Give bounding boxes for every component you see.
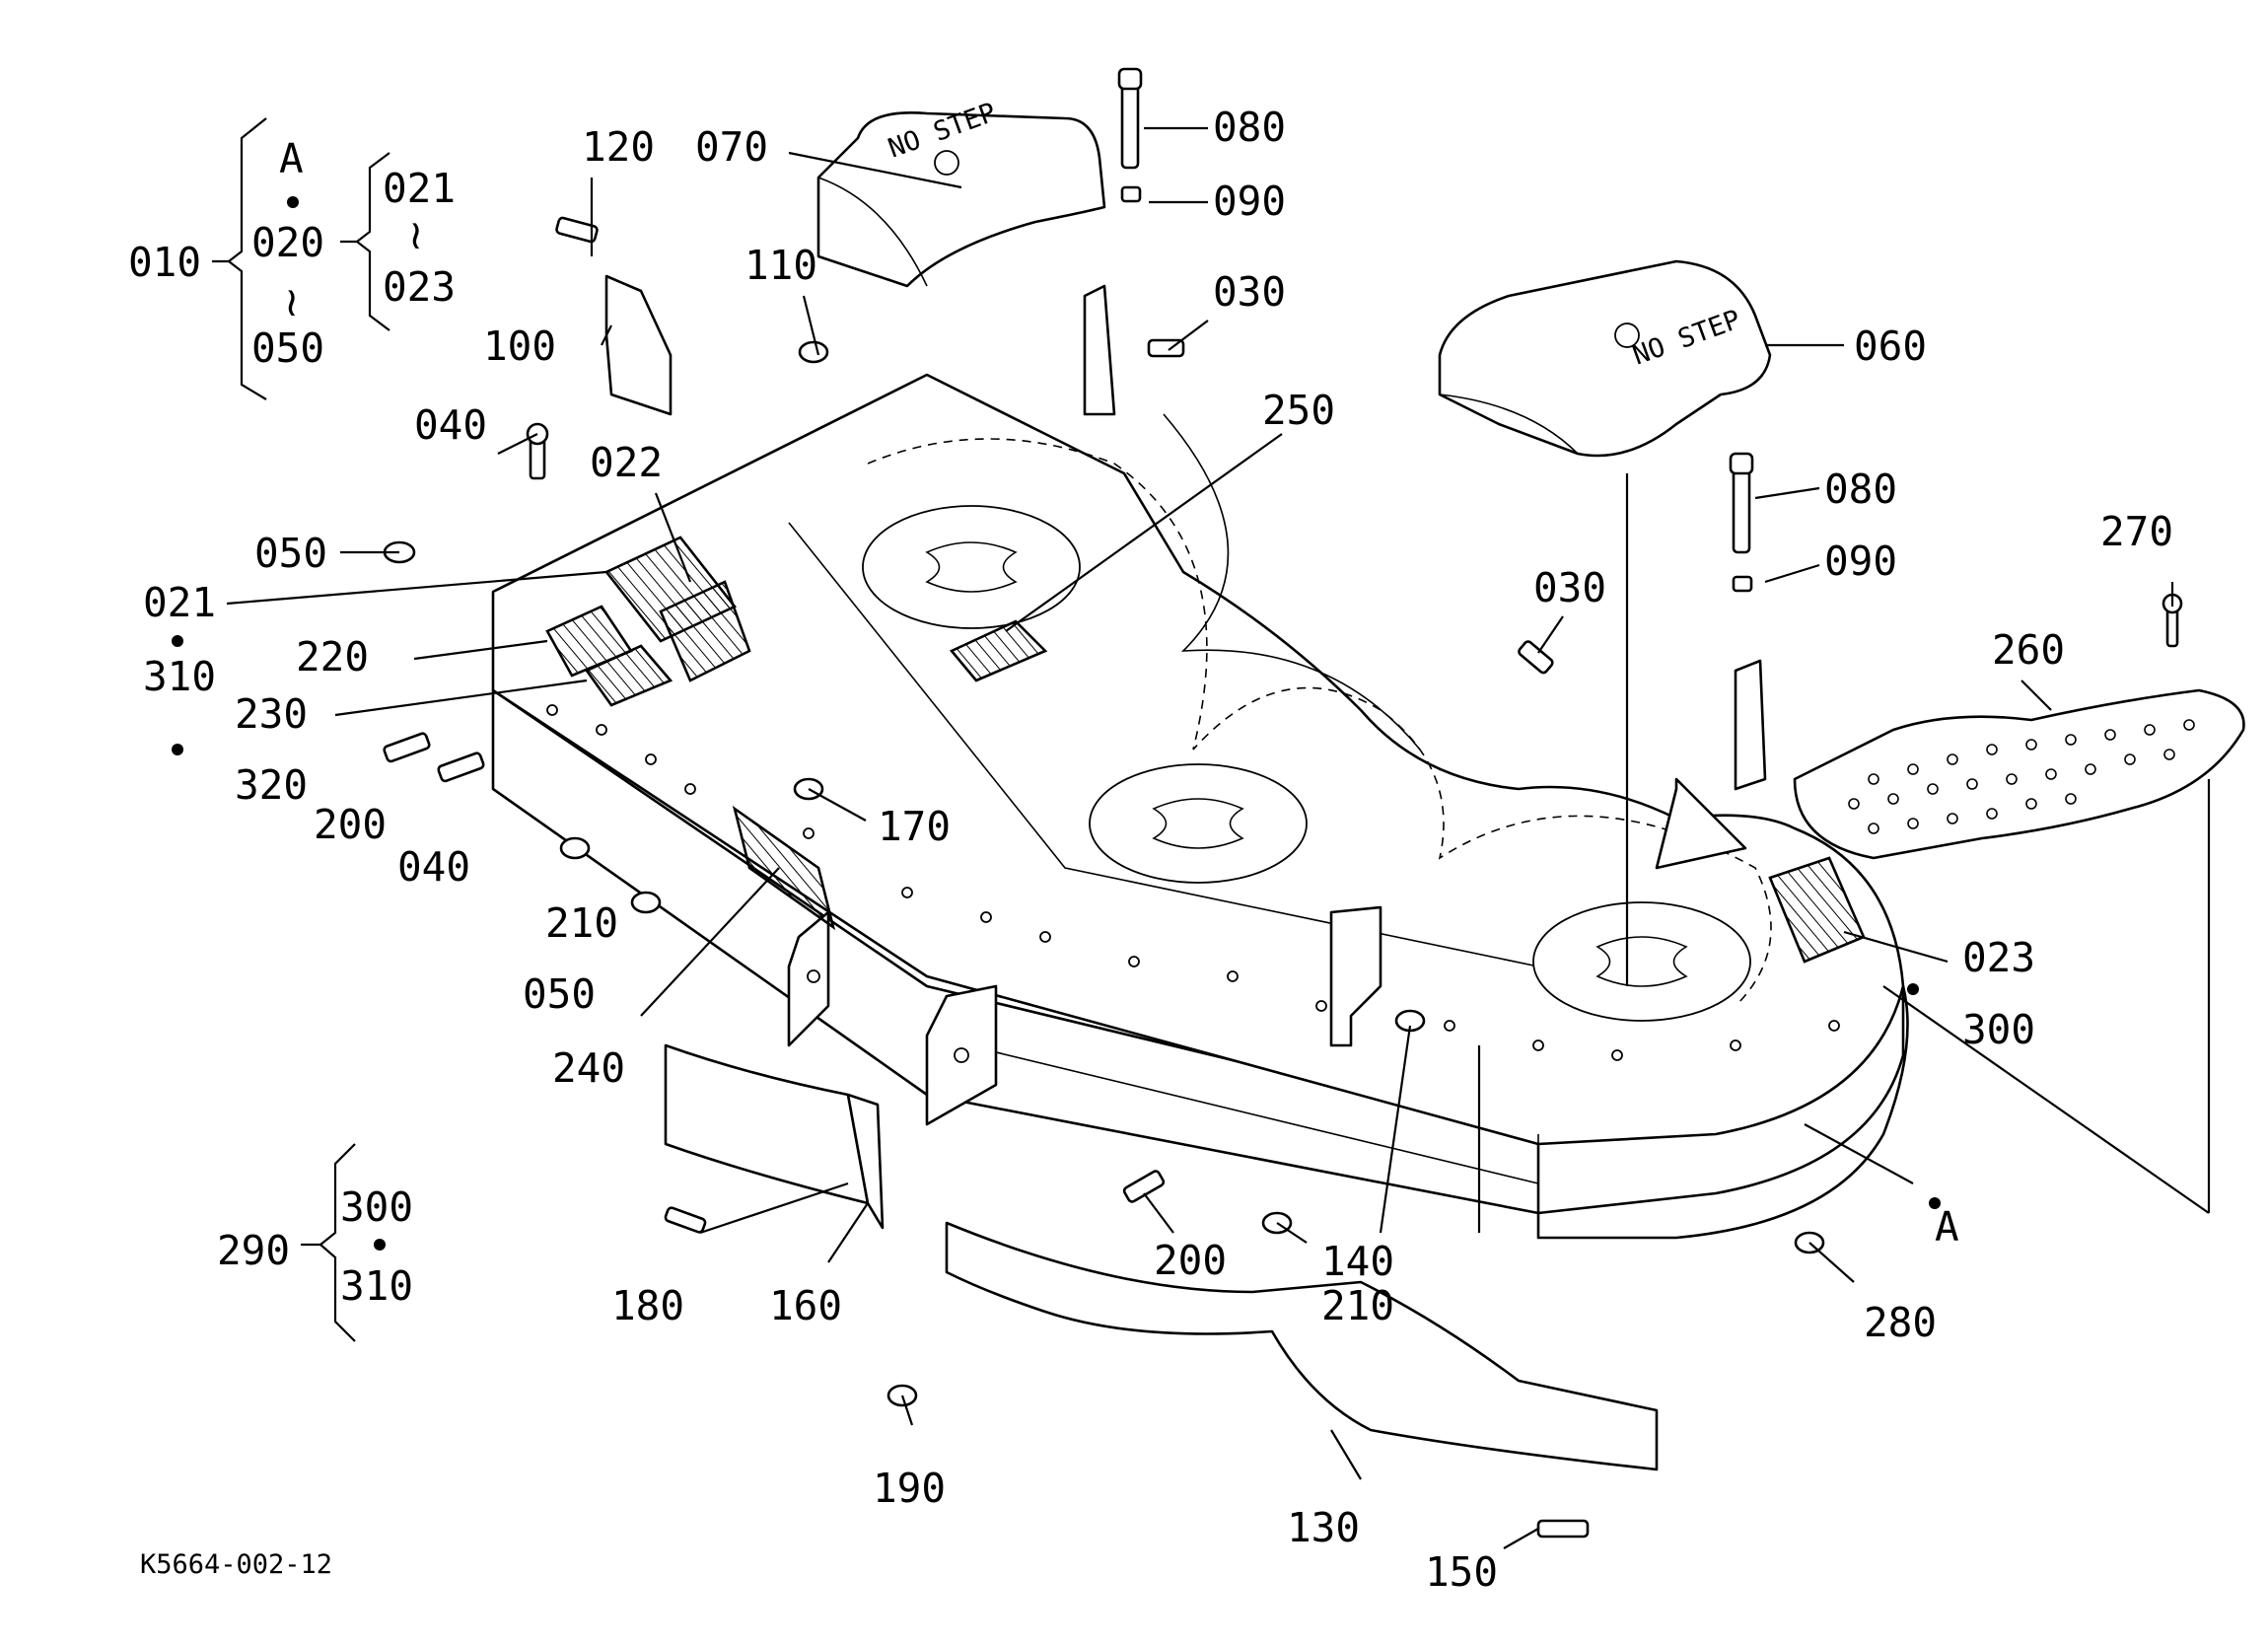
nut-110 [798, 340, 829, 364]
callout-c021a: 021 [383, 165, 456, 212]
nut-210-a [559, 836, 591, 860]
bolt-120 [555, 216, 599, 244]
callout-c090a: 090 [1213, 178, 1286, 225]
callout-c280: 280 [1864, 1299, 1937, 1346]
leader-lines [226, 126, 2211, 1549]
bolt-200-a [383, 732, 431, 763]
callout-c023b: 023 [1962, 934, 2035, 981]
decals [545, 536, 1866, 964]
bracket-100 [604, 274, 673, 416]
decal-240 [732, 805, 836, 931]
callout-c200a: 200 [314, 801, 387, 848]
svg-text:≀: ≀ [284, 278, 299, 325]
decal-022-b [659, 580, 751, 682]
callout-cA1: A [279, 135, 304, 182]
bolt-200-b [1122, 1170, 1166, 1203]
callout-c210a: 210 [545, 899, 618, 947]
callout-cA2: A [1935, 1203, 1959, 1251]
callout-c310a: 310 [143, 653, 216, 700]
callout-c140: 140 [1321, 1238, 1394, 1285]
svg-text:≀: ≀ [408, 211, 423, 258]
deck-holes [546, 704, 1840, 1061]
callout-c260: 260 [1992, 626, 2065, 674]
step-plate [1793, 688, 2245, 860]
callout-c060: 060 [1854, 322, 1927, 370]
callout-c030a: 030 [1213, 268, 1286, 316]
nut-050-c [630, 891, 662, 914]
callout-c200b: 200 [1154, 1237, 1227, 1284]
spindle-opening [1089, 763, 1308, 884]
callout-c300b: 300 [340, 1183, 413, 1231]
belt-cover-left: NO STEP [816, 98, 1106, 288]
callout-c210b: 210 [1321, 1282, 1394, 1329]
bullet-dots [172, 196, 1941, 1251]
bolt-030-b [1518, 640, 1554, 675]
callout-c040a: 040 [414, 401, 487, 449]
washer-090-b [1732, 575, 1753, 593]
callout-c180: 180 [611, 1282, 684, 1329]
callout-c240: 240 [552, 1044, 625, 1092]
bolt-150 [1536, 1519, 1590, 1539]
bolt-080-a [1120, 77, 1140, 170]
mower-deck [491, 284, 1909, 1240]
bolt-040-b [437, 752, 485, 783]
decal-250 [949, 619, 1048, 682]
callout-c023a: 023 [383, 263, 456, 311]
spindle-opening [862, 505, 1081, 629]
callout-c110: 110 [744, 242, 817, 289]
bolt-080-b [1732, 462, 1751, 554]
callout-c300a: 300 [1962, 1006, 2035, 1053]
callout-c020: 020 [251, 219, 324, 266]
callout-c050b: 050 [254, 530, 327, 577]
callout-c080a: 080 [1213, 104, 1286, 151]
decal-230 [585, 644, 673, 707]
callout-c050a: 050 [251, 324, 324, 372]
callout-c010: 010 [128, 239, 201, 286]
callout-c100: 100 [483, 322, 556, 370]
callout-c090b: 090 [1824, 537, 1897, 585]
callout-c022: 022 [590, 439, 663, 486]
callout-c290: 290 [217, 1227, 290, 1274]
callout-c310b: 310 [340, 1262, 413, 1310]
washer-090-a [1120, 185, 1142, 203]
callout-c030b: 030 [1533, 564, 1606, 611]
callout-c250: 250 [1262, 387, 1335, 434]
callout-c320: 320 [235, 761, 308, 809]
callout-c160: 160 [769, 1282, 842, 1329]
callout-c080b: 080 [1824, 465, 1897, 513]
belt-cover-right: NO STEP [1438, 259, 1772, 458]
figure-code: K5664-002-12 [140, 1549, 332, 1580]
callout-c150: 150 [1425, 1548, 1498, 1596]
callout-c230: 230 [235, 690, 308, 738]
callout-c170: 170 [878, 803, 951, 850]
rear-skirt [664, 1043, 1659, 1471]
callout-c040b: 040 [397, 843, 470, 891]
callout-c050c: 050 [523, 970, 596, 1018]
spindle-opening [1532, 901, 1751, 1022]
fasteners [383, 67, 2183, 1539]
callout-c190: 190 [873, 1465, 946, 1512]
callout-c021b: 021 [143, 579, 216, 626]
callout-c120: 120 [582, 123, 655, 171]
callout-c130: 130 [1287, 1504, 1360, 1551]
bolt-180 [664, 1206, 707, 1234]
callout-c270: 270 [2100, 508, 2173, 555]
group-brackets [212, 117, 390, 1342]
callout-c220: 220 [296, 633, 369, 680]
callout-c070: 070 [695, 123, 768, 171]
